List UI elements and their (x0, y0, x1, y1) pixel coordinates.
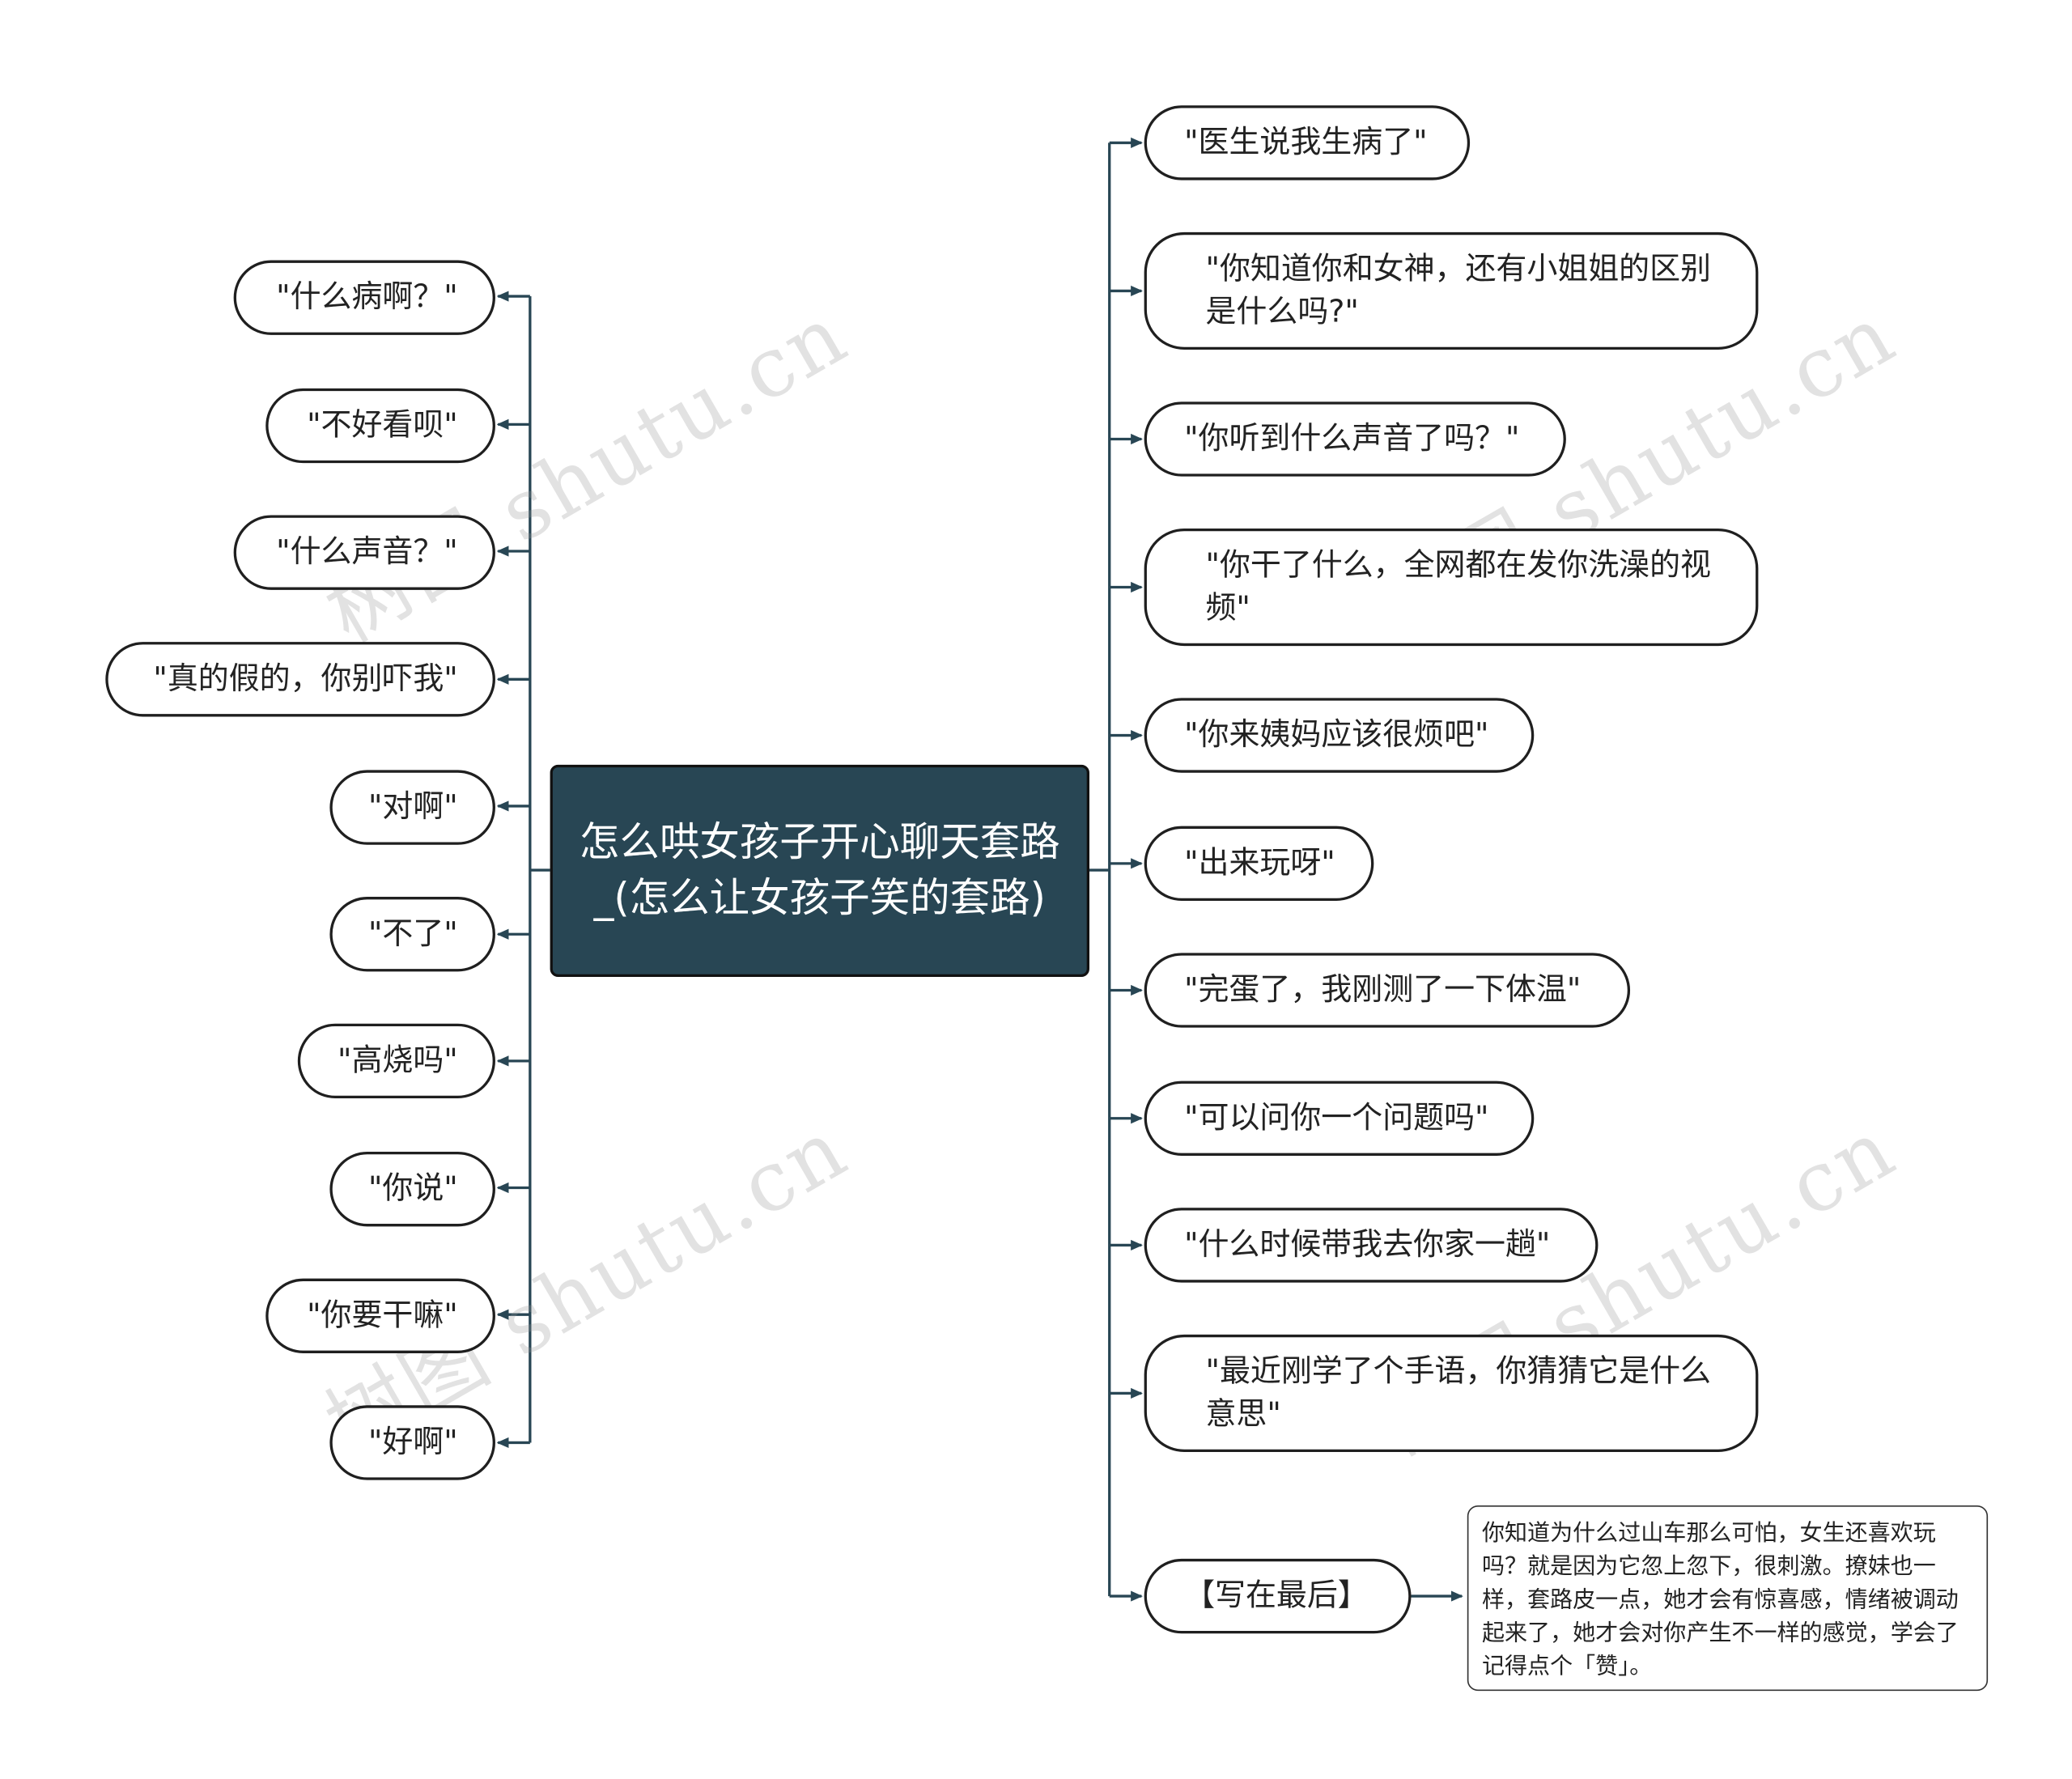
right-node[interactable]: "最近刚学了个手语，你猜猜它是什么意思" (1144, 1334, 1759, 1453)
right-node[interactable]: "你来姨妈应该很烦吧" (1144, 698, 1535, 773)
node-label: "高烧吗" (338, 1043, 458, 1079)
left-node[interactable]: "什么病啊？" (233, 260, 495, 335)
node-label: "你来姨妈应该很烦吧" (1184, 718, 1489, 753)
node-label: "好啊" (367, 1425, 458, 1460)
node-label: "医生说我生病了" (1184, 125, 1428, 160)
summary-note: 你知道为什么过山车那么可怕，女生还喜欢玩吗？就是因为它忽上忽下，很刺激。撩妹也一… (1467, 1505, 1989, 1692)
right-node[interactable]: "什么时候带我去你家一趟" (1144, 1208, 1599, 1283)
right-node[interactable]: "你听到什么声音了吗？" (1144, 401, 1566, 477)
node-label: 【写在最后】 (1184, 1578, 1369, 1614)
right-node[interactable]: "医生说我生病了" (1144, 105, 1471, 180)
left-node[interactable]: "你说" (329, 1152, 495, 1227)
node-label: "对啊" (367, 790, 458, 826)
left-node[interactable]: "什么声音？" (233, 515, 495, 590)
node-label: "你要干嘛" (307, 1298, 458, 1334)
node-label: "你知道你和女神，还有小姐姐的区别是什么吗?" (1205, 252, 1711, 330)
left-node[interactable]: "好啊" (329, 1405, 495, 1480)
right-node-summary[interactable]: 【写在最后】 (1144, 1558, 1412, 1634)
summary-note-text: 你知道为什么过山车那么可怕，女生还喜欢玩吗？就是因为它忽上忽下，很刺激。撩妹也一… (1481, 1520, 1959, 1680)
central-topic[interactable]: 怎么哄女孩子开心聊天套路_(怎么让女孩子笑的套路) (550, 764, 1089, 977)
right-node[interactable]: "出来玩呀" (1144, 826, 1374, 902)
left-node[interactable]: "高烧吗" (297, 1023, 495, 1099)
node-label: "你干了什么，全网都在发你洗澡的视频" (1205, 548, 1711, 626)
node-label: "完蛋了，我刚测了一下体温" (1184, 973, 1582, 1008)
left-node[interactable]: "真的假的，你别吓我" (105, 642, 495, 717)
right-node[interactable]: "完蛋了，我刚测了一下体温" (1144, 953, 1631, 1028)
node-label: "不好看呗" (307, 408, 458, 444)
right-node[interactable]: "你干了什么，全网都在发你洗澡的视频" (1144, 528, 1759, 647)
node-label: "你听到什么声音了吗？" (1184, 422, 1520, 456)
node-label: "真的假的，你别吓我" (153, 661, 458, 697)
node-label: "什么时候带我去你家一趟" (1184, 1227, 1551, 1263)
node-label: "不了" (367, 916, 458, 952)
right-node[interactable]: "可以问你一个问题吗" (1144, 1081, 1535, 1156)
left-node[interactable]: "对啊" (329, 770, 495, 845)
right-node[interactable]: "你知道你和女神，还有小姐姐的区别是什么吗?" (1144, 231, 1759, 350)
node-label: "什么声音？" (276, 535, 458, 571)
node-label: "你说" (367, 1171, 458, 1207)
central-topic-label: 怎么哄女孩子开心聊天套路_(怎么让女孩子笑的套路) (579, 818, 1060, 922)
node-label: "出来玩呀" (1184, 846, 1335, 881)
node-label: "什么病啊？" (276, 280, 458, 316)
left-node[interactable]: "不了" (329, 897, 495, 972)
left-node[interactable]: "你要干嘛" (265, 1278, 495, 1353)
node-label: "最近刚学了个手语，你猜猜它是什么意思" (1205, 1354, 1711, 1433)
node-label: "可以问你一个问题吗" (1184, 1101, 1489, 1136)
left-node[interactable]: "不好看呗" (265, 388, 495, 464)
